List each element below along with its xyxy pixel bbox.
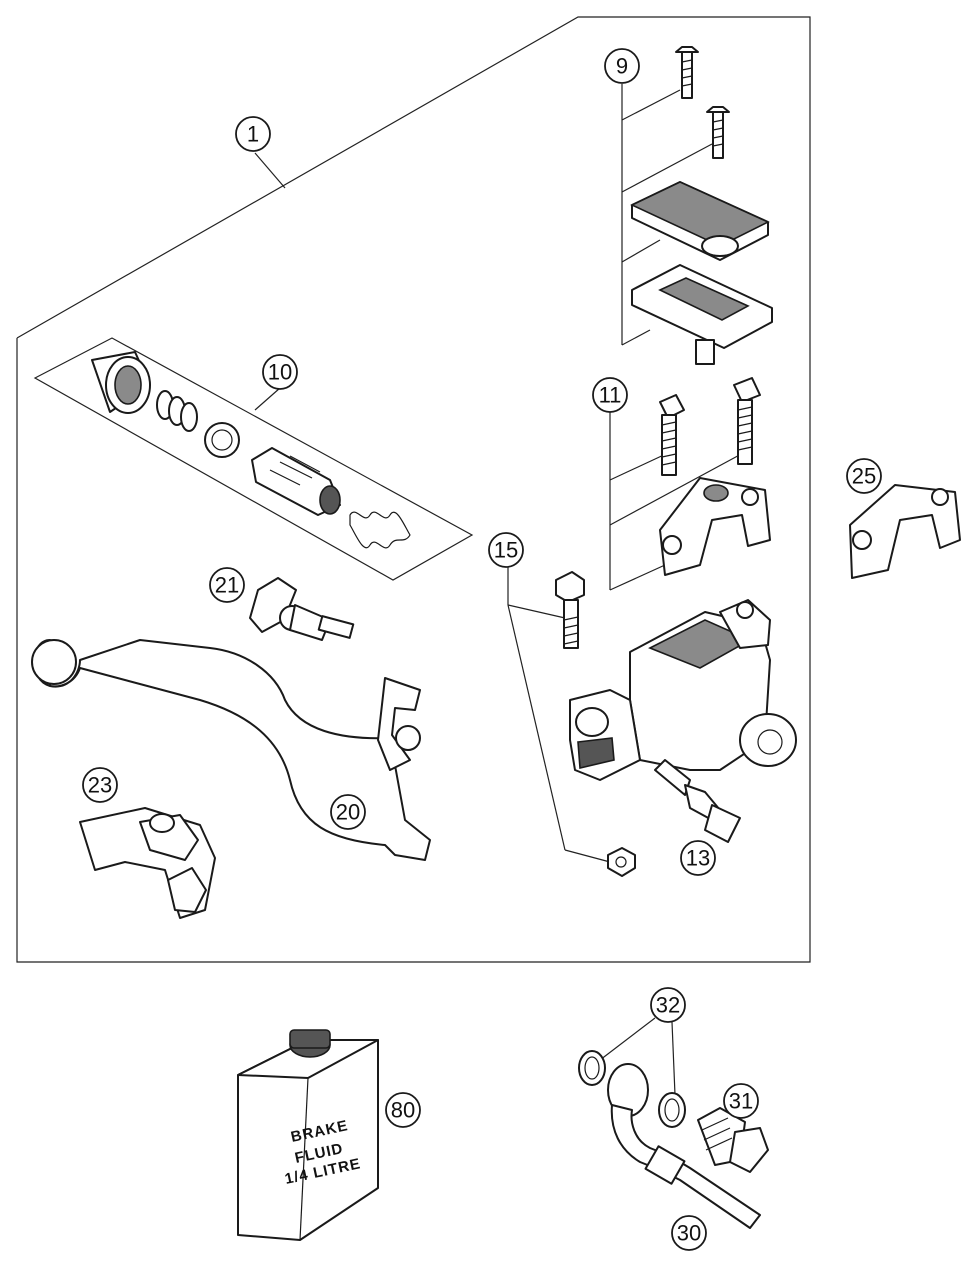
svg-text:9: 9 — [616, 54, 628, 79]
callout-80: 80 — [385, 1092, 421, 1128]
clamp-set — [659, 377, 771, 576]
svg-text:32: 32 — [656, 993, 680, 1018]
brake-lever — [31, 639, 431, 861]
brake-hose-set — [578, 1050, 769, 1229]
svg-text:13: 13 — [686, 846, 710, 871]
handlebar-clamp — [849, 484, 961, 579]
brake-light-switch — [654, 759, 741, 843]
callout-10: 10 — [262, 354, 298, 390]
callout-20: 20 — [330, 794, 366, 830]
reservoir-cover-set — [630, 46, 773, 365]
svg-text:10: 10 — [268, 360, 292, 385]
callout-15: 15 — [488, 532, 524, 568]
callout-11: 11 — [592, 377, 628, 413]
callout-9: 9 — [604, 48, 640, 84]
callout-23: 23 — [82, 767, 118, 803]
leader-lines — [33, 84, 746, 1096]
lever-protector — [79, 807, 216, 919]
piston-kit — [91, 351, 411, 549]
brake-fluid-can: BRAKE FLUID 1/4 LITRE — [237, 1029, 379, 1241]
svg-text:31: 31 — [729, 1089, 753, 1114]
svg-text:25: 25 — [852, 464, 876, 489]
callout-31: 31 — [723, 1083, 759, 1119]
svg-text:20: 20 — [336, 800, 360, 825]
master-cylinder — [569, 599, 797, 781]
svg-text:30: 30 — [677, 1221, 701, 1246]
svg-text:21: 21 — [215, 573, 239, 598]
svg-text:11: 11 — [599, 383, 622, 408]
lever-adjuster — [249, 577, 355, 641]
callout-25: 25 — [846, 458, 882, 494]
callout-32: 32 — [650, 987, 686, 1023]
svg-text:80: 80 — [391, 1098, 415, 1123]
svg-text:15: 15 — [494, 538, 518, 563]
callout-21: 21 — [209, 567, 245, 603]
callout-1: 1 — [235, 116, 271, 152]
svg-text:23: 23 — [88, 773, 112, 798]
pivot-bolt — [555, 571, 636, 877]
callout-13: 13 — [680, 840, 716, 876]
assembly-outline — [16, 16, 811, 963]
svg-text:1: 1 — [247, 122, 259, 147]
callout-30: 30 — [671, 1215, 707, 1251]
